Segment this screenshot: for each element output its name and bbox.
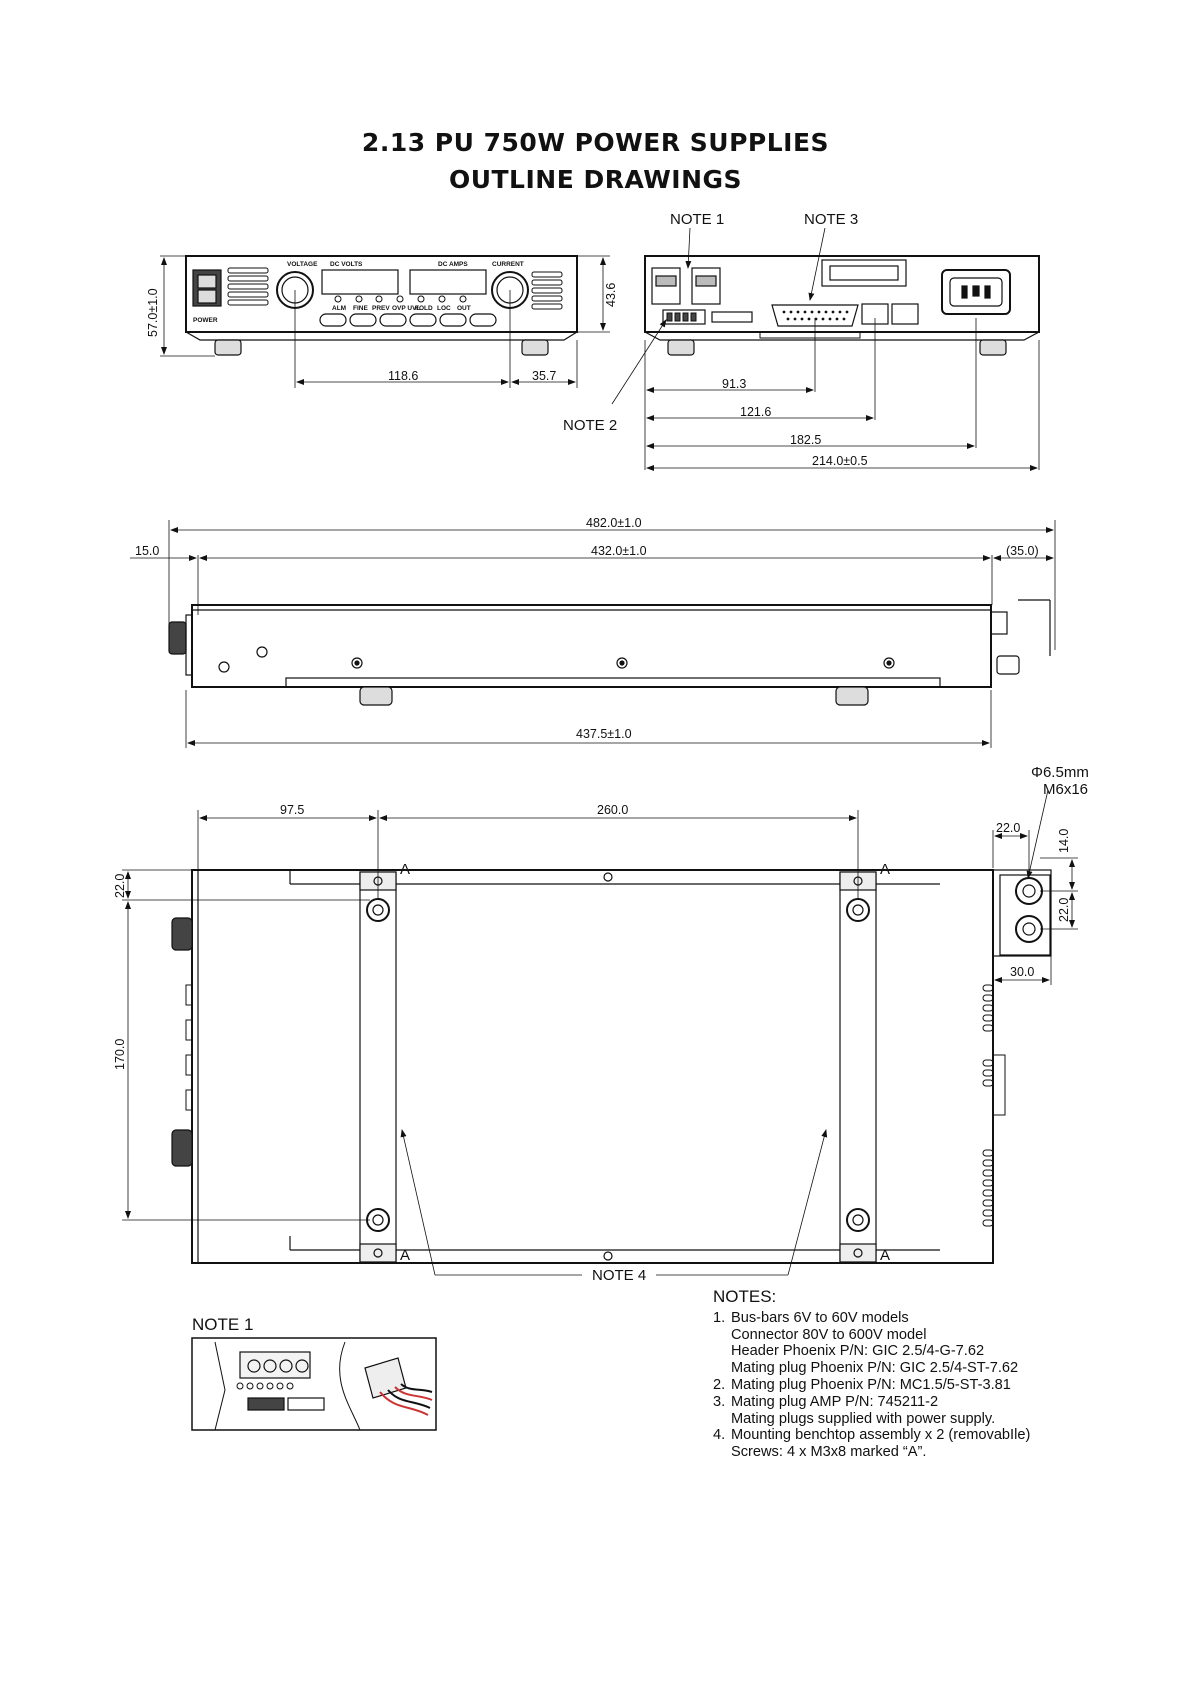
dim-front-height: 57.0±1.0 <box>146 288 160 337</box>
dim-rear: 121.6 <box>740 405 771 419</box>
dim-knob-edge: 35.7 <box>532 369 556 383</box>
dim-busbar-width: 30.0 <box>1010 965 1034 979</box>
voltage-label: VOLTAGE <box>287 261 318 268</box>
led-label: OUT <box>457 305 471 312</box>
note4-callout: NOTE 4 <box>592 1267 646 1284</box>
notes-heading: NOTES: <box>713 1287 777 1306</box>
note-text: Connector 80V to 600V model <box>731 1326 927 1343</box>
page-title: 2.13 PU 750W POWER SUPPLIES <box>361 128 830 157</box>
top-view <box>122 789 1078 1276</box>
led-label: OVP UVL <box>392 305 420 312</box>
dim-rear-offset: (35.0) <box>1006 544 1039 558</box>
screw-marker-a: A <box>880 1247 890 1264</box>
dim-rear: 91.3 <box>722 377 746 391</box>
led-label: FINE <box>353 305 368 312</box>
note1-detail-title: NOTE 1 <box>192 1315 254 1334</box>
note2-callout: NOTE 2 <box>563 417 617 434</box>
screw-marker-a: A <box>400 861 410 878</box>
notes-list: NOTES: 1. Bus-bars 6V to 60V models Conn… <box>713 1287 1133 1461</box>
mounting-markers: A A A A <box>400 861 890 1264</box>
note3-callout: NOTE 3 <box>804 211 858 228</box>
dim-busbar-x: 22.0 <box>996 821 1020 835</box>
note-item: 4. Mounting benchtop assembly x 2 (remov… <box>713 1427 1133 1444</box>
dim-body-width: 432.0±1.0 <box>591 544 647 558</box>
led-label: PREV <box>372 305 390 312</box>
led-label: LOC <box>437 305 451 312</box>
front-panel-labels: VOLTAGE CURRENT POWER DC VOLTS DC AMPS A… <box>193 261 524 324</box>
dim-busbar-pitch: 22.0 <box>1057 898 1071 922</box>
dim-left-offset: 97.5 <box>280 803 304 817</box>
note-text: Mounting benchtop assembly x 2 (removabI… <box>731 1427 1031 1444</box>
dc-volts-label: DC VOLTS <box>330 261 363 268</box>
front-view <box>160 255 610 388</box>
note-text: Screws: 4 x M3x8 marked “A”. <box>731 1444 927 1461</box>
power-label: POWER <box>193 317 218 324</box>
note-number: 2. <box>713 1376 726 1393</box>
dim-front-offset: 15.0 <box>135 544 159 558</box>
led-label: FOLD <box>415 305 433 312</box>
led-label: ALM <box>332 305 346 312</box>
dim-overall-width: 482.0±1.0 <box>586 516 642 530</box>
note-item: 3. Mating plug AMP P/N: 745211-2 <box>713 1394 1133 1411</box>
note-item: 1. Bus-bars 6V to 60V models <box>713 1310 1133 1327</box>
dim-busbar-top: 14.0 <box>1057 829 1071 853</box>
hole-diameter-label: Φ6.5mm <box>1031 764 1089 781</box>
note-text: Mating plug Phoenix P/N: GIC 2.5/4-ST-7.… <box>731 1360 1019 1377</box>
note1-callout: NOTE 1 <box>670 211 724 228</box>
note1-detail-image <box>191 1337 437 1431</box>
dim-front-height-right: 43.6 <box>604 283 618 307</box>
note-number: 4. <box>713 1427 726 1444</box>
dim-bottom-width: 437.5±1.0 <box>576 727 632 741</box>
note-text: Mating plug Phoenix P/N: MC1.5/5-ST-3.81 <box>731 1376 1011 1393</box>
screw-marker-a: A <box>400 1247 410 1264</box>
screw-marker-a: A <box>880 861 890 878</box>
dim-rear: 182.5 <box>790 433 821 447</box>
current-label: CURRENT <box>492 261 524 268</box>
note-text: Header Phoenix P/N: GIC 2.5/4-G-7.62 <box>731 1343 985 1360</box>
note-item: 2. Mating plug Phoenix P/N: MC1.5/5-ST-3… <box>713 1377 1133 1394</box>
note-text: Mating plug AMP P/N: 745211-2 <box>731 1393 939 1410</box>
note-number: 3. <box>713 1393 726 1410</box>
side-view <box>130 520 1056 748</box>
dim-top-offset: 22.0 <box>113 874 127 898</box>
page-subtitle: OUTLINE DRAWINGS <box>448 165 743 194</box>
dim-knob-spacing: 118.6 <box>388 369 418 383</box>
note-text: Mating plugs supplied with power supply. <box>731 1410 996 1427</box>
thread-label: M6x16 <box>1043 781 1088 798</box>
dc-amps-label: DC AMPS <box>438 261 468 268</box>
note-text: Bus-bars 6V to 60V models <box>731 1309 909 1326</box>
dim-depth: 170.0 <box>113 1039 127 1070</box>
dim-rear: 214.0±0.5 <box>812 454 868 468</box>
note-number: 1. <box>713 1309 726 1326</box>
dim-bar-spacing: 260.0 <box>597 803 628 817</box>
rear-view <box>611 227 1040 471</box>
